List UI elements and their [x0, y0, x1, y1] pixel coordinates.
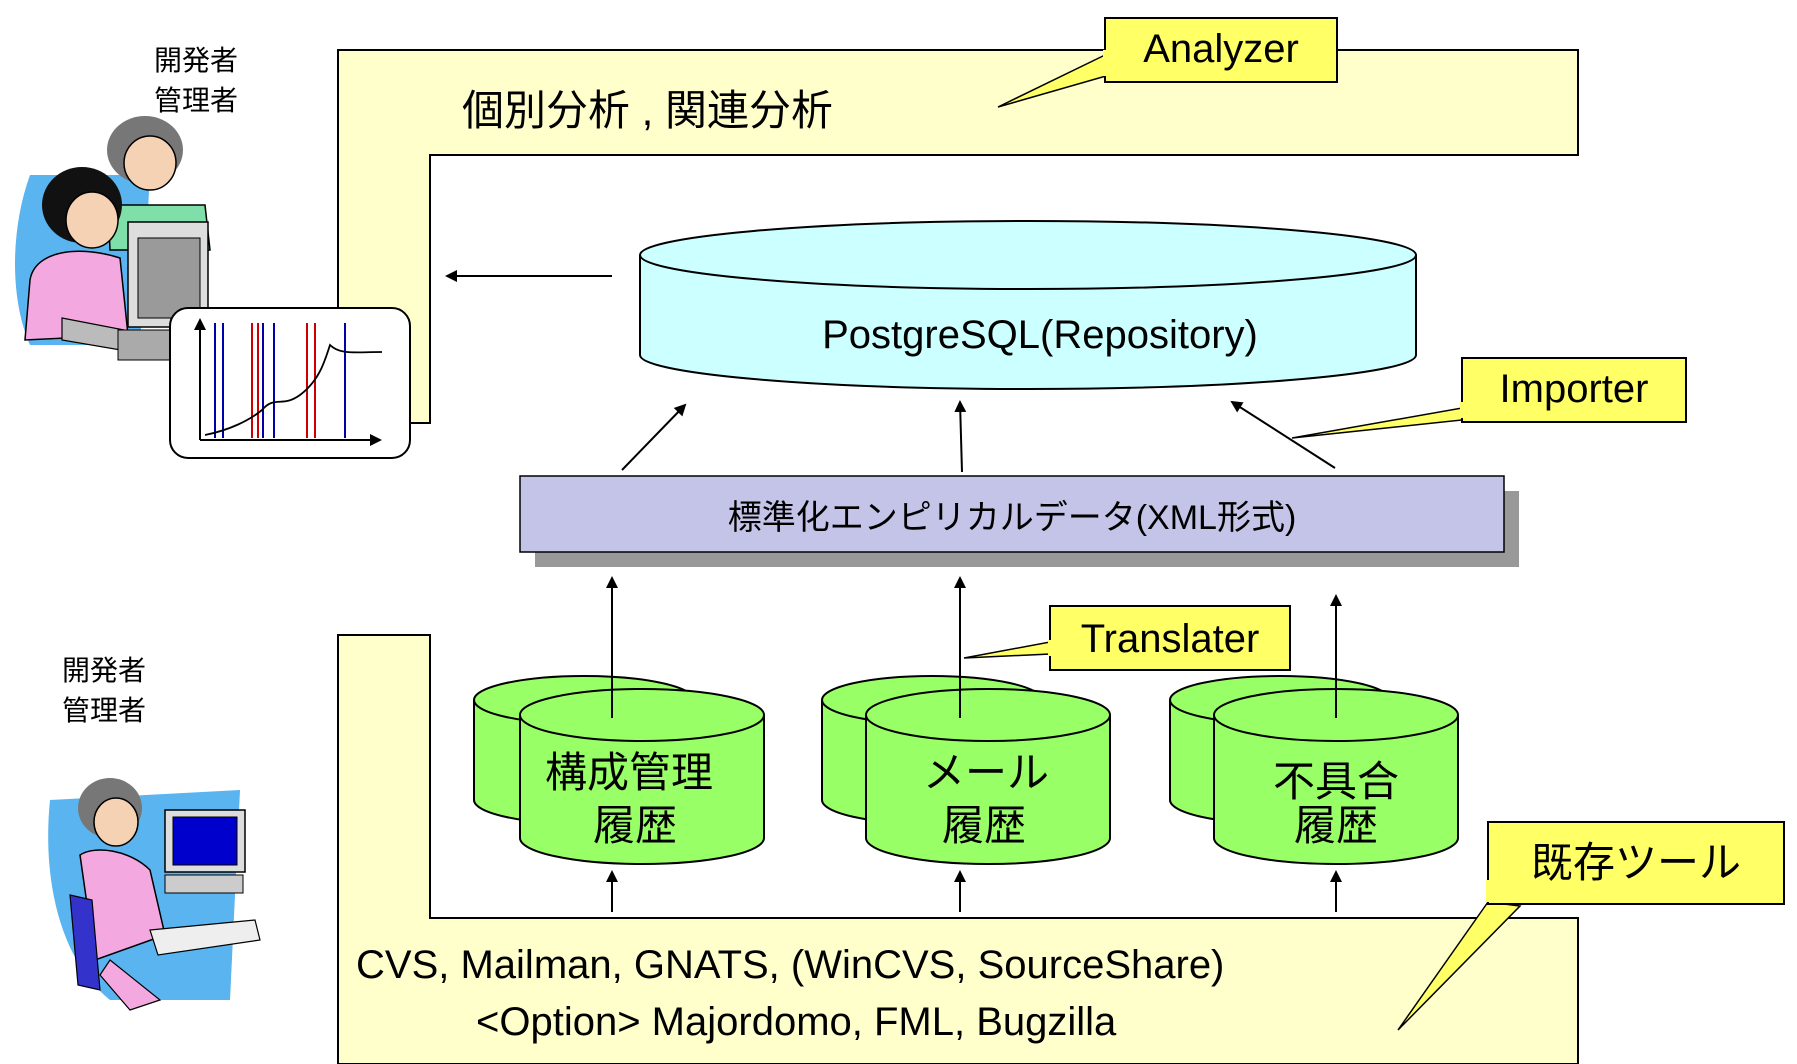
standard-data-box: 標準化エンピリカルデータ(XML形式) [519, 475, 1519, 567]
bottom-user-role-1: 開発者 [62, 655, 146, 686]
repository-label: PostgreSQL(Repository) [822, 313, 1258, 357]
history-config-line1: 構成管理 [545, 749, 713, 796]
developers-at-computer-icon [15, 116, 211, 361]
existing-tools-line1: CVS, Mailman, GNATS, (WinCVS, SourceShar… [356, 943, 1224, 987]
top-user-role-1: 開発者 [154, 45, 238, 76]
analyzer-description: 個別分析 , 関連分析 [462, 87, 833, 134]
history-cylinder-config: 構成管理 履歴 [473, 675, 765, 865]
arrow-import-right [1230, 400, 1336, 469]
translater-callout: Translater [963, 605, 1291, 671]
analyzer-label: Analyzer [1143, 27, 1299, 71]
existing-tools-line2: <Option> Majordomo, FML, Bugzilla [476, 1000, 1117, 1044]
standard-data-label: 標準化エンピリカルデータ(XML形式) [728, 499, 1297, 537]
arrow-import-left [621, 403, 687, 471]
existing-tools-callout: 既存ツール [1397, 821, 1785, 1031]
history-mail-line1: メール [923, 749, 1049, 796]
top-user: 開発者 管理者 [15, 45, 411, 459]
history-bug-line1: 不具合 [1273, 758, 1399, 805]
importer-callout: Importer [1291, 357, 1687, 439]
arrow-import-center [954, 400, 967, 473]
history-cylinder-bug: 不具合 履歴 [1169, 675, 1459, 865]
history-bug-line2: 履歴 [1294, 802, 1378, 849]
bottom-user-role-2: 管理者 [62, 695, 146, 726]
analyzer-callout: Analyzer [997, 17, 1338, 108]
chart-thumbnail-icon [169, 307, 411, 459]
top-user-role-2: 管理者 [154, 85, 238, 116]
existing-tools-label: 既存ツール [1531, 839, 1741, 886]
bottom-user: 開発者 管理者 [48, 655, 261, 1011]
history-mail-line2: 履歴 [942, 802, 1026, 849]
existing-tools-panel: CVS, Mailman, GNATS, (WinCVS, SourceShar… [337, 634, 1579, 1064]
analyzer-panel: 個別分析 , 関連分析 [337, 49, 1579, 424]
history-cylinder-mail: メール 履歴 [821, 675, 1111, 865]
translater-label: Translater [1081, 617, 1260, 661]
repository-cylinder: PostgreSQL(Repository) [639, 220, 1417, 390]
importer-label: Importer [1500, 367, 1649, 411]
developer-at-desk-icon [48, 778, 261, 1011]
history-config-line2: 履歴 [593, 802, 677, 849]
